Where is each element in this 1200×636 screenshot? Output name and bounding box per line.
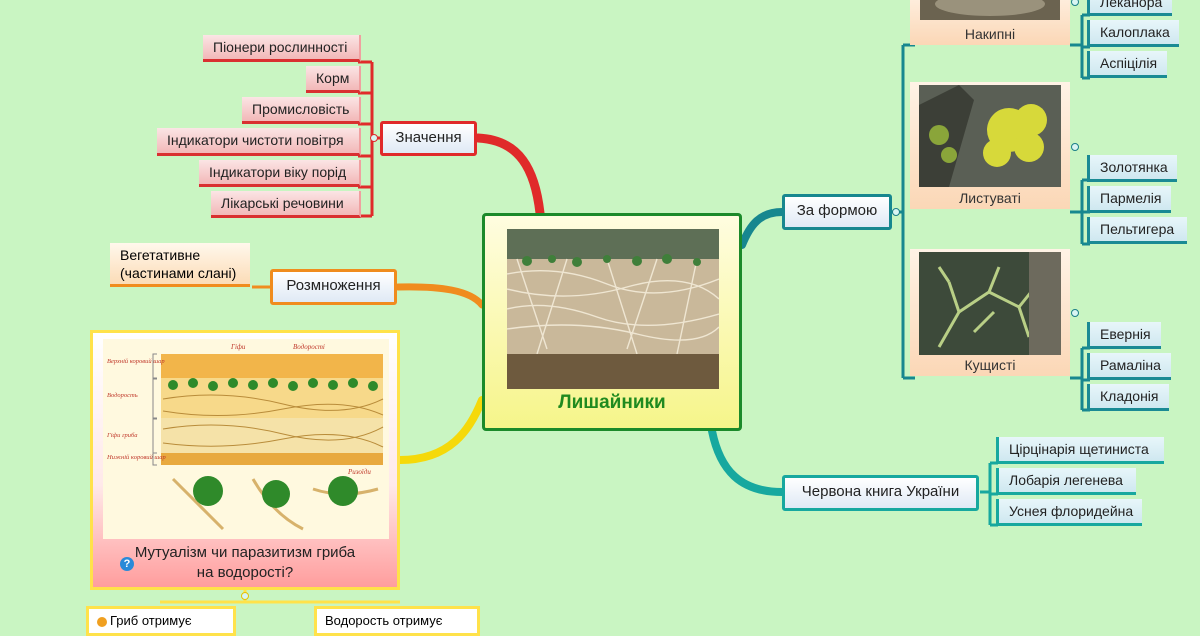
branch-za-formoiu — [738, 208, 786, 249]
nakypni-photo — [920, 0, 1060, 20]
leaf-nakypni-0[interactable]: Леканора — [1087, 0, 1172, 16]
card-hryb-otrymuie[interactable]: Гриб отримує — [86, 606, 236, 636]
card-kushchysti[interactable]: Кущисті — [910, 249, 1070, 376]
veg-line2: (частинами слані) — [120, 265, 237, 281]
caption-nakypni: Накипні — [964, 26, 1016, 42]
question-line1: Мутуалізм чи паразитизм гриба — [134, 544, 356, 561]
collapse-toggle-mutualism[interactable] — [241, 592, 249, 600]
leaf-znachennia-1[interactable]: Корм — [306, 66, 361, 93]
leaf-lystuvati-2[interactable]: Пельтигера — [1087, 217, 1187, 244]
collapse-toggle-nakypni[interactable] — [1071, 0, 1079, 6]
svg-text:Нижній коровий шар: Нижній коровий шар — [106, 454, 167, 461]
leaf-chervona-2[interactable]: Уснея флоридейна — [996, 499, 1142, 526]
leaf-znachennia-4[interactable]: Індикатори віку порід — [199, 160, 361, 187]
branch-chervona-knyha — [708, 427, 786, 496]
svg-text:Гіфи: Гіфи — [230, 343, 246, 351]
caption-kushchysti: Кущисті — [964, 357, 1016, 373]
lichen-cross-section-photo — [507, 229, 719, 389]
svg-text:Гіфи гриба: Гіфи гриба — [106, 432, 138, 439]
card-vodorost-otrymuie[interactable]: Водорость отримує — [314, 606, 480, 636]
svg-text:Водорость: Водорость — [107, 392, 138, 399]
leaf-znachennia-0[interactable]: Піонери рослинності — [203, 35, 361, 62]
collapse-toggle-za-formoiu[interactable] — [892, 208, 900, 216]
central-node[interactable]: Лишайники — [482, 213, 742, 431]
lystuvati-photo — [919, 85, 1061, 187]
hryb-label: Гриб отримує — [110, 613, 192, 628]
svg-text:Ризоїди: Ризоїди — [347, 468, 371, 476]
leaf-nakypni-2[interactable]: Аспіцілія — [1087, 51, 1167, 78]
kushchysti-photo — [919, 252, 1061, 355]
leaf-znachennia-3[interactable]: Індикатори чистоти повітря — [157, 128, 361, 156]
leaf-kushchysti-0[interactable]: Евернія — [1087, 322, 1161, 349]
svg-text:Верхній коровий шар: Верхній коровий шар — [107, 358, 165, 365]
leaf-chervona-1[interactable]: Лобарія легенева — [996, 468, 1136, 495]
question-line2: на водорості? — [196, 564, 294, 581]
collapse-toggle-znachennia[interactable] — [370, 134, 378, 142]
hub-rozmnozhennia[interactable]: Розмноження — [270, 269, 397, 305]
central-title: Лишайники — [558, 392, 666, 413]
leaf-lystuvati-0[interactable]: Золотянка — [1087, 155, 1177, 182]
card-nakypni[interactable]: Накипні — [910, 0, 1070, 45]
branch-rozmnozhennia — [394, 283, 486, 309]
leaf-rozmnozhennia[interactable]: Вегетативне (частинами слані) — [110, 243, 250, 287]
help-icon[interactable]: ? — [120, 557, 134, 571]
collapse-toggle-kushchysti[interactable] — [1071, 309, 1079, 317]
leaf-nakypni-1[interactable]: Калоплака — [1087, 20, 1179, 47]
hub-znachennia[interactable]: Значення — [380, 121, 477, 156]
mutualism-card[interactable]: Верхній коровий шар Водорость Гіфи гриба… — [90, 330, 400, 590]
branch-mutualism — [396, 396, 486, 464]
hub-za-formoiu[interactable]: За формою — [782, 194, 892, 230]
mutualism-question: Мутуалізм чи паразитизм гриба на водорос… — [93, 543, 397, 583]
caption-lystuvati: Листуваті — [959, 190, 1021, 206]
veg-line1: Вегетативне — [120, 247, 201, 263]
branch-znachennia — [473, 133, 545, 218]
lichen-structure-diagram: Верхній коровий шар Водорость Гіфи гриба… — [103, 339, 389, 539]
leaf-lystuvati-1[interactable]: Пармелія — [1087, 186, 1171, 213]
hub-chervona-knyha[interactable]: Червона книга України — [782, 475, 979, 511]
leaf-kushchysti-2[interactable]: Кладонія — [1087, 384, 1169, 411]
warning-icon — [97, 616, 107, 627]
leaf-znachennia-5[interactable]: Лікарські речовини — [211, 191, 361, 218]
card-lystuvati[interactable]: Листуваті — [910, 82, 1070, 209]
svg-text:Водорості: Водорості — [293, 343, 325, 351]
collapse-toggle-lystuvati[interactable] — [1071, 143, 1079, 151]
leaf-chervona-0[interactable]: Цірцінарія щетиниста — [996, 437, 1164, 464]
leaf-kushchysti-1[interactable]: Рамаліна — [1087, 353, 1171, 380]
leaf-znachennia-2[interactable]: Промисловість — [242, 97, 361, 124]
vodorost-label: Водорость отримує — [325, 613, 443, 628]
